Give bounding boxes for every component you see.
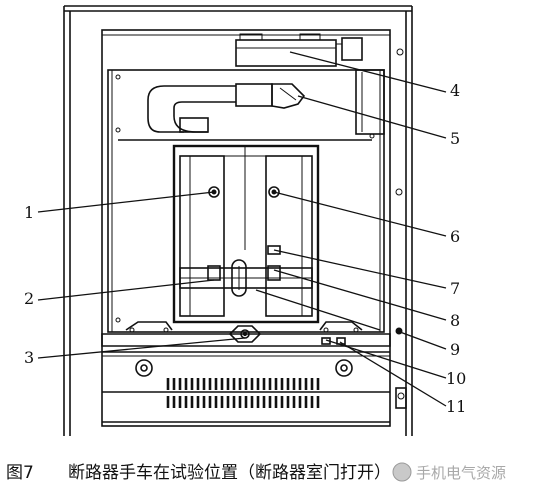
pipe-arm xyxy=(147,83,306,133)
leader-3 xyxy=(37,337,246,359)
caption-figure-label: 图7 xyxy=(6,463,34,483)
caption-title: 断路器手车在试验位置（断路器室门打开） xyxy=(68,463,391,483)
upper-panel xyxy=(107,69,385,333)
callout-3: 3 xyxy=(24,348,34,367)
base-rail xyxy=(101,321,391,347)
leader-1 xyxy=(37,191,215,213)
leader-8 xyxy=(273,269,447,321)
callout-4: 4 xyxy=(450,81,460,100)
leader-4 xyxy=(289,51,447,93)
side-bracket xyxy=(355,69,385,135)
leader-11 xyxy=(339,341,447,407)
callout-1: 1 xyxy=(24,203,34,222)
watermark-text: 手机电气资源 xyxy=(416,464,506,482)
callout-7: 7 xyxy=(450,279,460,298)
callout-8: 8 xyxy=(450,311,460,330)
leader-6 xyxy=(273,191,447,237)
callout-11: 11 xyxy=(446,397,466,416)
callout-numbers: 1 2 3 4 5 6 7 8 9 10 11 xyxy=(24,81,466,416)
top-module xyxy=(235,33,363,67)
ventilation-grille xyxy=(166,378,320,408)
leader-2 xyxy=(37,279,215,301)
callout-6: 6 xyxy=(450,227,460,246)
leader-lines xyxy=(37,51,447,407)
watermark: 手机电气资源 xyxy=(392,462,506,482)
leader-9 xyxy=(399,331,447,350)
callout-9: 9 xyxy=(450,340,460,359)
callout-2: 2 xyxy=(24,289,34,308)
callout-5: 5 xyxy=(450,129,460,148)
leader-10b xyxy=(255,289,381,331)
lower-compartment xyxy=(102,351,407,423)
leader-7 xyxy=(273,249,447,289)
frame-screws xyxy=(395,48,404,335)
callout-10: 10 xyxy=(446,369,466,388)
figure-caption: 图7 断路器手车在试验位置（断路器室门打开） xyxy=(6,463,391,483)
breaker-cart xyxy=(172,144,320,324)
leader-5 xyxy=(297,95,447,139)
